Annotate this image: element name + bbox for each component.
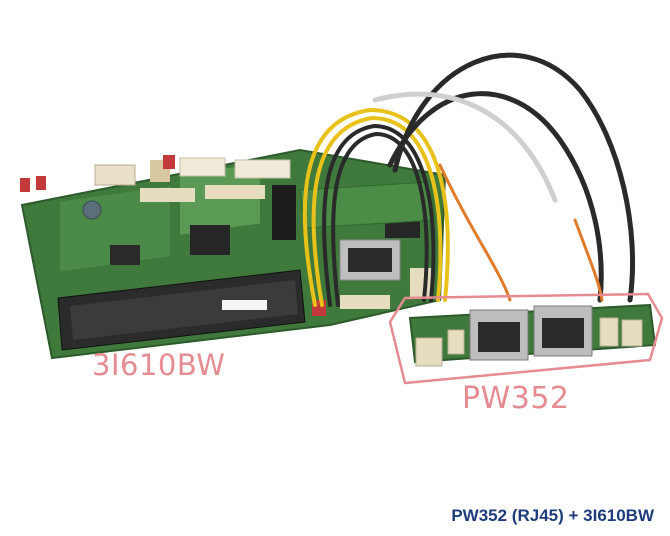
main-board — [20, 148, 447, 360]
pw352-module — [408, 303, 657, 367]
product-caption: PW352 (RJ45) + 3I610BW — [451, 506, 654, 525]
pw352-highlight-outline — [388, 292, 664, 385]
main-board-label: 3I610BW — [92, 348, 226, 382]
cables — [302, 52, 636, 307]
module-label: PW352 — [462, 381, 570, 416]
